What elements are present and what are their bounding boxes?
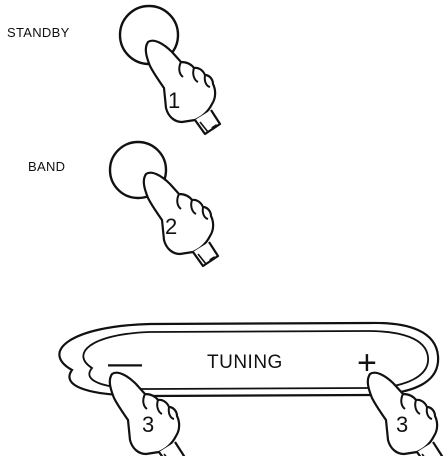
pointing-hand-icon — [142, 171, 220, 268]
tuning-label: TUNING — [207, 352, 283, 373]
step-number: 3 — [396, 412, 408, 437]
standby-label: STANDBY — [7, 25, 70, 40]
band-label: BAND — [28, 159, 65, 174]
step-number: 2 — [165, 214, 177, 239]
step-number: 1 — [168, 88, 180, 113]
step-number: 3 — [142, 412, 154, 437]
tuning-rocker-button[interactable] — [58, 321, 440, 398]
pointing-hand-icon — [144, 39, 222, 136]
